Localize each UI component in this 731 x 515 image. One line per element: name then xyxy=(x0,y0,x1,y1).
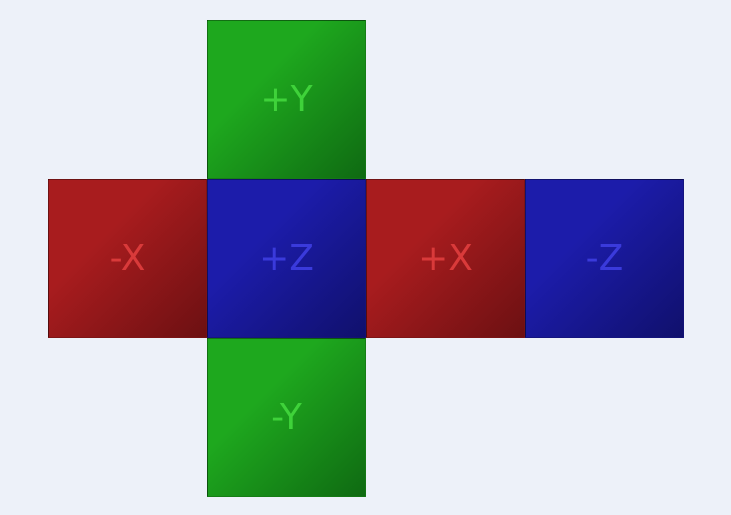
face-positive-x: +X xyxy=(366,179,525,338)
face-positive-y: +Y xyxy=(207,20,366,179)
face-label-negative-x: -X xyxy=(109,237,146,279)
face-negative-z: -Z xyxy=(525,179,684,338)
face-label-positive-x: +X xyxy=(418,237,473,279)
face-label-positive-y: +Y xyxy=(260,78,313,120)
face-negative-x: -X xyxy=(48,179,207,338)
face-negative-y: -Y xyxy=(207,338,366,497)
face-label-negative-z: -Z xyxy=(585,237,624,279)
face-positive-z: +Z xyxy=(207,179,366,338)
face-label-negative-y: -Y xyxy=(271,396,302,438)
face-label-positive-z: +Z xyxy=(259,237,314,279)
